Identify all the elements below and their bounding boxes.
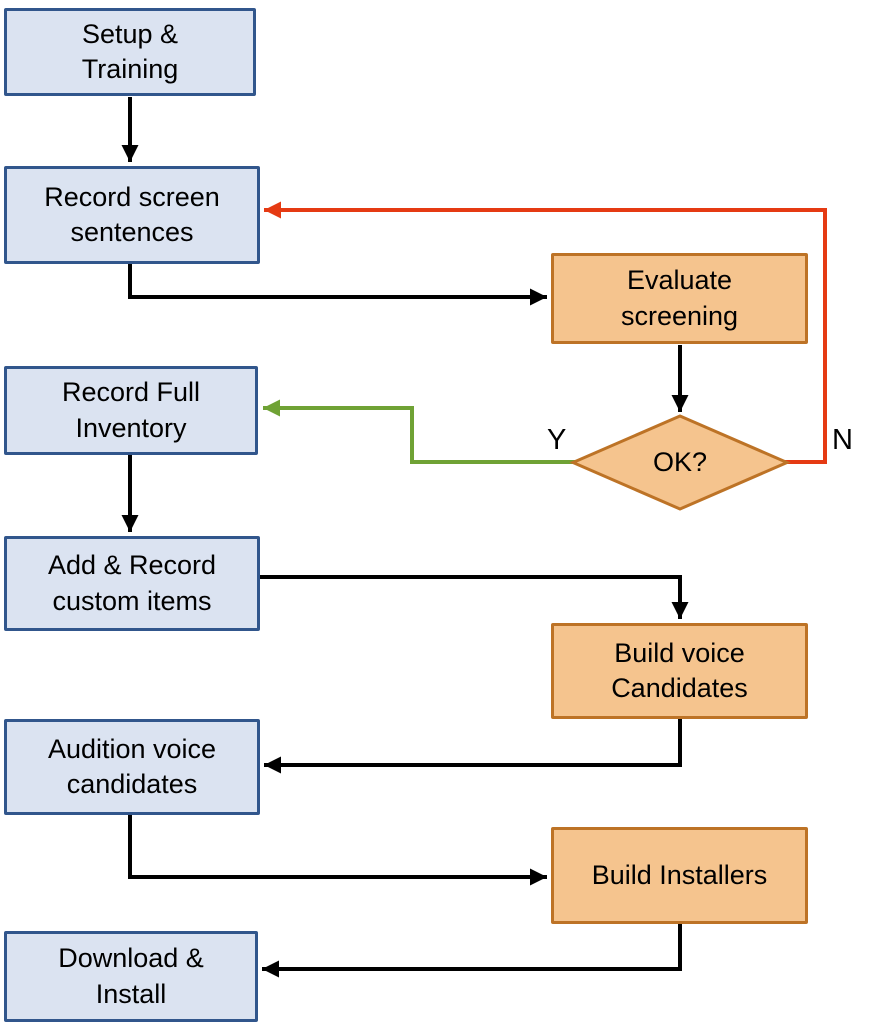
node-audition-voice-candidates: Audition voice candidates (4, 719, 260, 815)
node-setup-training-label: Setup & Training (81, 18, 179, 84)
node-evaluate-screening: Evaluate screening (551, 253, 808, 344)
node-build-installers: Build Installers (551, 827, 808, 924)
node-record-screen-sentences-label: Record screen sentences (44, 181, 220, 247)
node-add-record-custom-items: Add & Record custom items (4, 536, 260, 631)
edge-audition-to-build-installers (128, 815, 547, 886)
node-build-voice-candidates: Build voice Candidates (551, 623, 808, 719)
node-audition-voice-candidates-label: Audition voice candidates (47, 733, 217, 799)
edge-decision-yes-to-record-full (263, 399, 575, 464)
node-ok-decision: OK? (573, 416, 787, 509)
node-build-voice-candidates-label: Build voice Candidates (611, 637, 748, 703)
node-build-installers-label: Build Installers (591, 859, 768, 890)
decision-diamond-shape (569, 414, 791, 511)
node-ok-decision-label: OK? (652, 446, 708, 477)
node-download-install-label: Download & Install (58, 943, 204, 1009)
node-setup-training: Setup & Training (4, 8, 256, 96)
edge-build-voice-to-audition (264, 719, 682, 774)
edge-decision-no-to-record-screen (264, 201, 827, 464)
decision-label-yes: Y (547, 424, 567, 456)
node-add-record-custom-items-label: Add & Record custom items (47, 550, 217, 616)
node-evaluate-screening-label: Evaluate screening (620, 265, 739, 331)
node-record-full-inventory: Record Full Inventory (4, 366, 258, 455)
node-record-screen-sentences: Record screen sentences (4, 166, 260, 264)
edge-record-screen-to-evaluate (128, 264, 547, 306)
node-download-install: Download & Install (4, 931, 258, 1022)
edge-add-record-to-build-voice (260, 575, 689, 619)
decision-label-no: N (832, 424, 853, 456)
node-record-full-inventory-label: Record Full Inventory (61, 377, 201, 443)
edge-build-installers-to-download (262, 924, 682, 978)
